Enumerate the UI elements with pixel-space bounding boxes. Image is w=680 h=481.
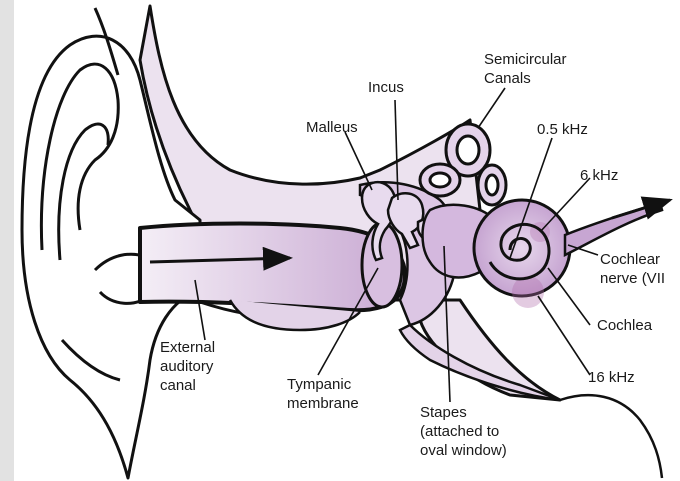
label-cochlear-nerve: Cochlear nerve (VII <box>600 250 665 288</box>
label-semicircular-canals: Semicircular Canals <box>484 50 567 88</box>
label-16-khz: 16 kHz <box>588 368 635 387</box>
label-incus: Incus <box>368 78 404 97</box>
label-malleus: Malleus <box>306 118 358 137</box>
label-0-5-khz: 0.5 kHz <box>537 120 588 139</box>
label-cochlea: Cochlea <box>597 316 652 335</box>
label-stapes: Stapes (attached to oval window) <box>420 403 507 460</box>
label-tympanic-membrane: Tympanic membrane <box>287 375 359 413</box>
head-contour <box>560 395 662 478</box>
cochlea-highlight-16khz <box>512 276 544 308</box>
label-6-khz: 6 kHz <box>580 166 618 185</box>
left-border-strip <box>0 0 14 481</box>
label-external-auditory-canal: External auditory canal <box>160 338 215 395</box>
cochlear-nerve <box>565 203 662 255</box>
